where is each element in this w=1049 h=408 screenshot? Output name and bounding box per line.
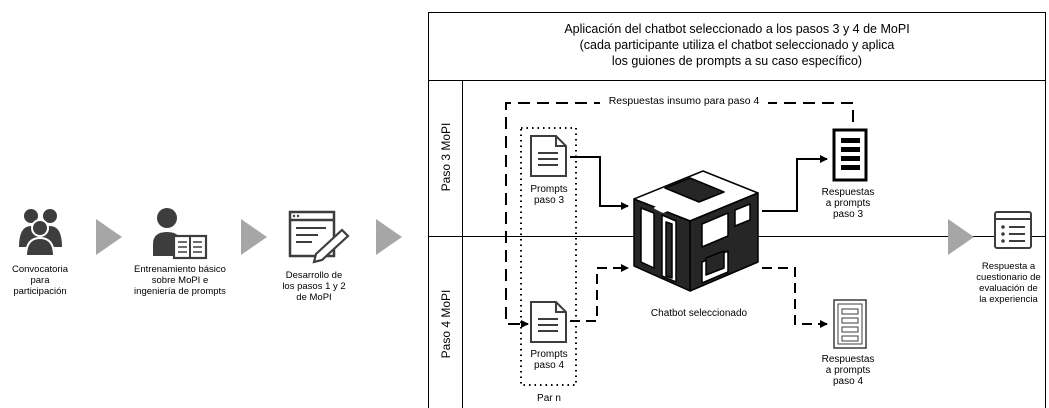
feedback-label: Respuestas insumo para paso 4 [600, 96, 768, 107]
list-doc-icon [832, 128, 868, 182]
document-edit-icon [288, 210, 350, 264]
connector-chatbot-answers4 [762, 267, 828, 328]
document-icon [530, 301, 567, 343]
document-icon [530, 135, 567, 177]
connector-chatbot-answers3 [762, 155, 828, 212]
answers3-label: Respuestas a prompts paso 3 [821, 187, 875, 220]
connector-prompts3-chatbot [570, 156, 629, 210]
flow-arrow-2 [241, 219, 267, 255]
stage-training-label: Entrenamiento básico sobre MoPI e ingeni… [134, 264, 226, 297]
prompts3-label: Prompts paso 3 [530, 184, 568, 206]
prompts4-label: Prompts paso 4 [530, 349, 568, 371]
pair-label: Par n [537, 393, 561, 404]
checklist-window-icon [994, 211, 1032, 249]
flow-arrow-1 [96, 219, 122, 255]
list-doc-icon [833, 299, 867, 349]
chatbot-label: Chatbot seleccionado [650, 308, 748, 319]
box-header: Aplicación del chatbot seleccionado a lo… [564, 22, 910, 68]
row-label-paso3: Paso 3 MoPI [439, 122, 453, 192]
feedback-loop [505, 102, 854, 328]
pair-box [520, 127, 577, 386]
chatbot-logo-icon [633, 170, 759, 292]
flow-arrow-3 [376, 219, 402, 255]
connector-prompts4-chatbot [570, 264, 629, 322]
person-reading-icon [153, 208, 208, 260]
stage-response-label: Respuesta a cuestionario de evaluación d… [976, 261, 1041, 305]
answers4-label: Respuestas a prompts paso 4 [821, 354, 875, 387]
row-label-paso4: Paso 4 MoPI [439, 289, 453, 359]
stage-call-label: Convocatoria para participación [12, 264, 68, 297]
stage-development-label: Desarrollo de los pasos 1 y 2 de MoPI [282, 270, 346, 303]
flow-arrow-4 [948, 219, 974, 255]
people-group-icon [19, 209, 62, 257]
